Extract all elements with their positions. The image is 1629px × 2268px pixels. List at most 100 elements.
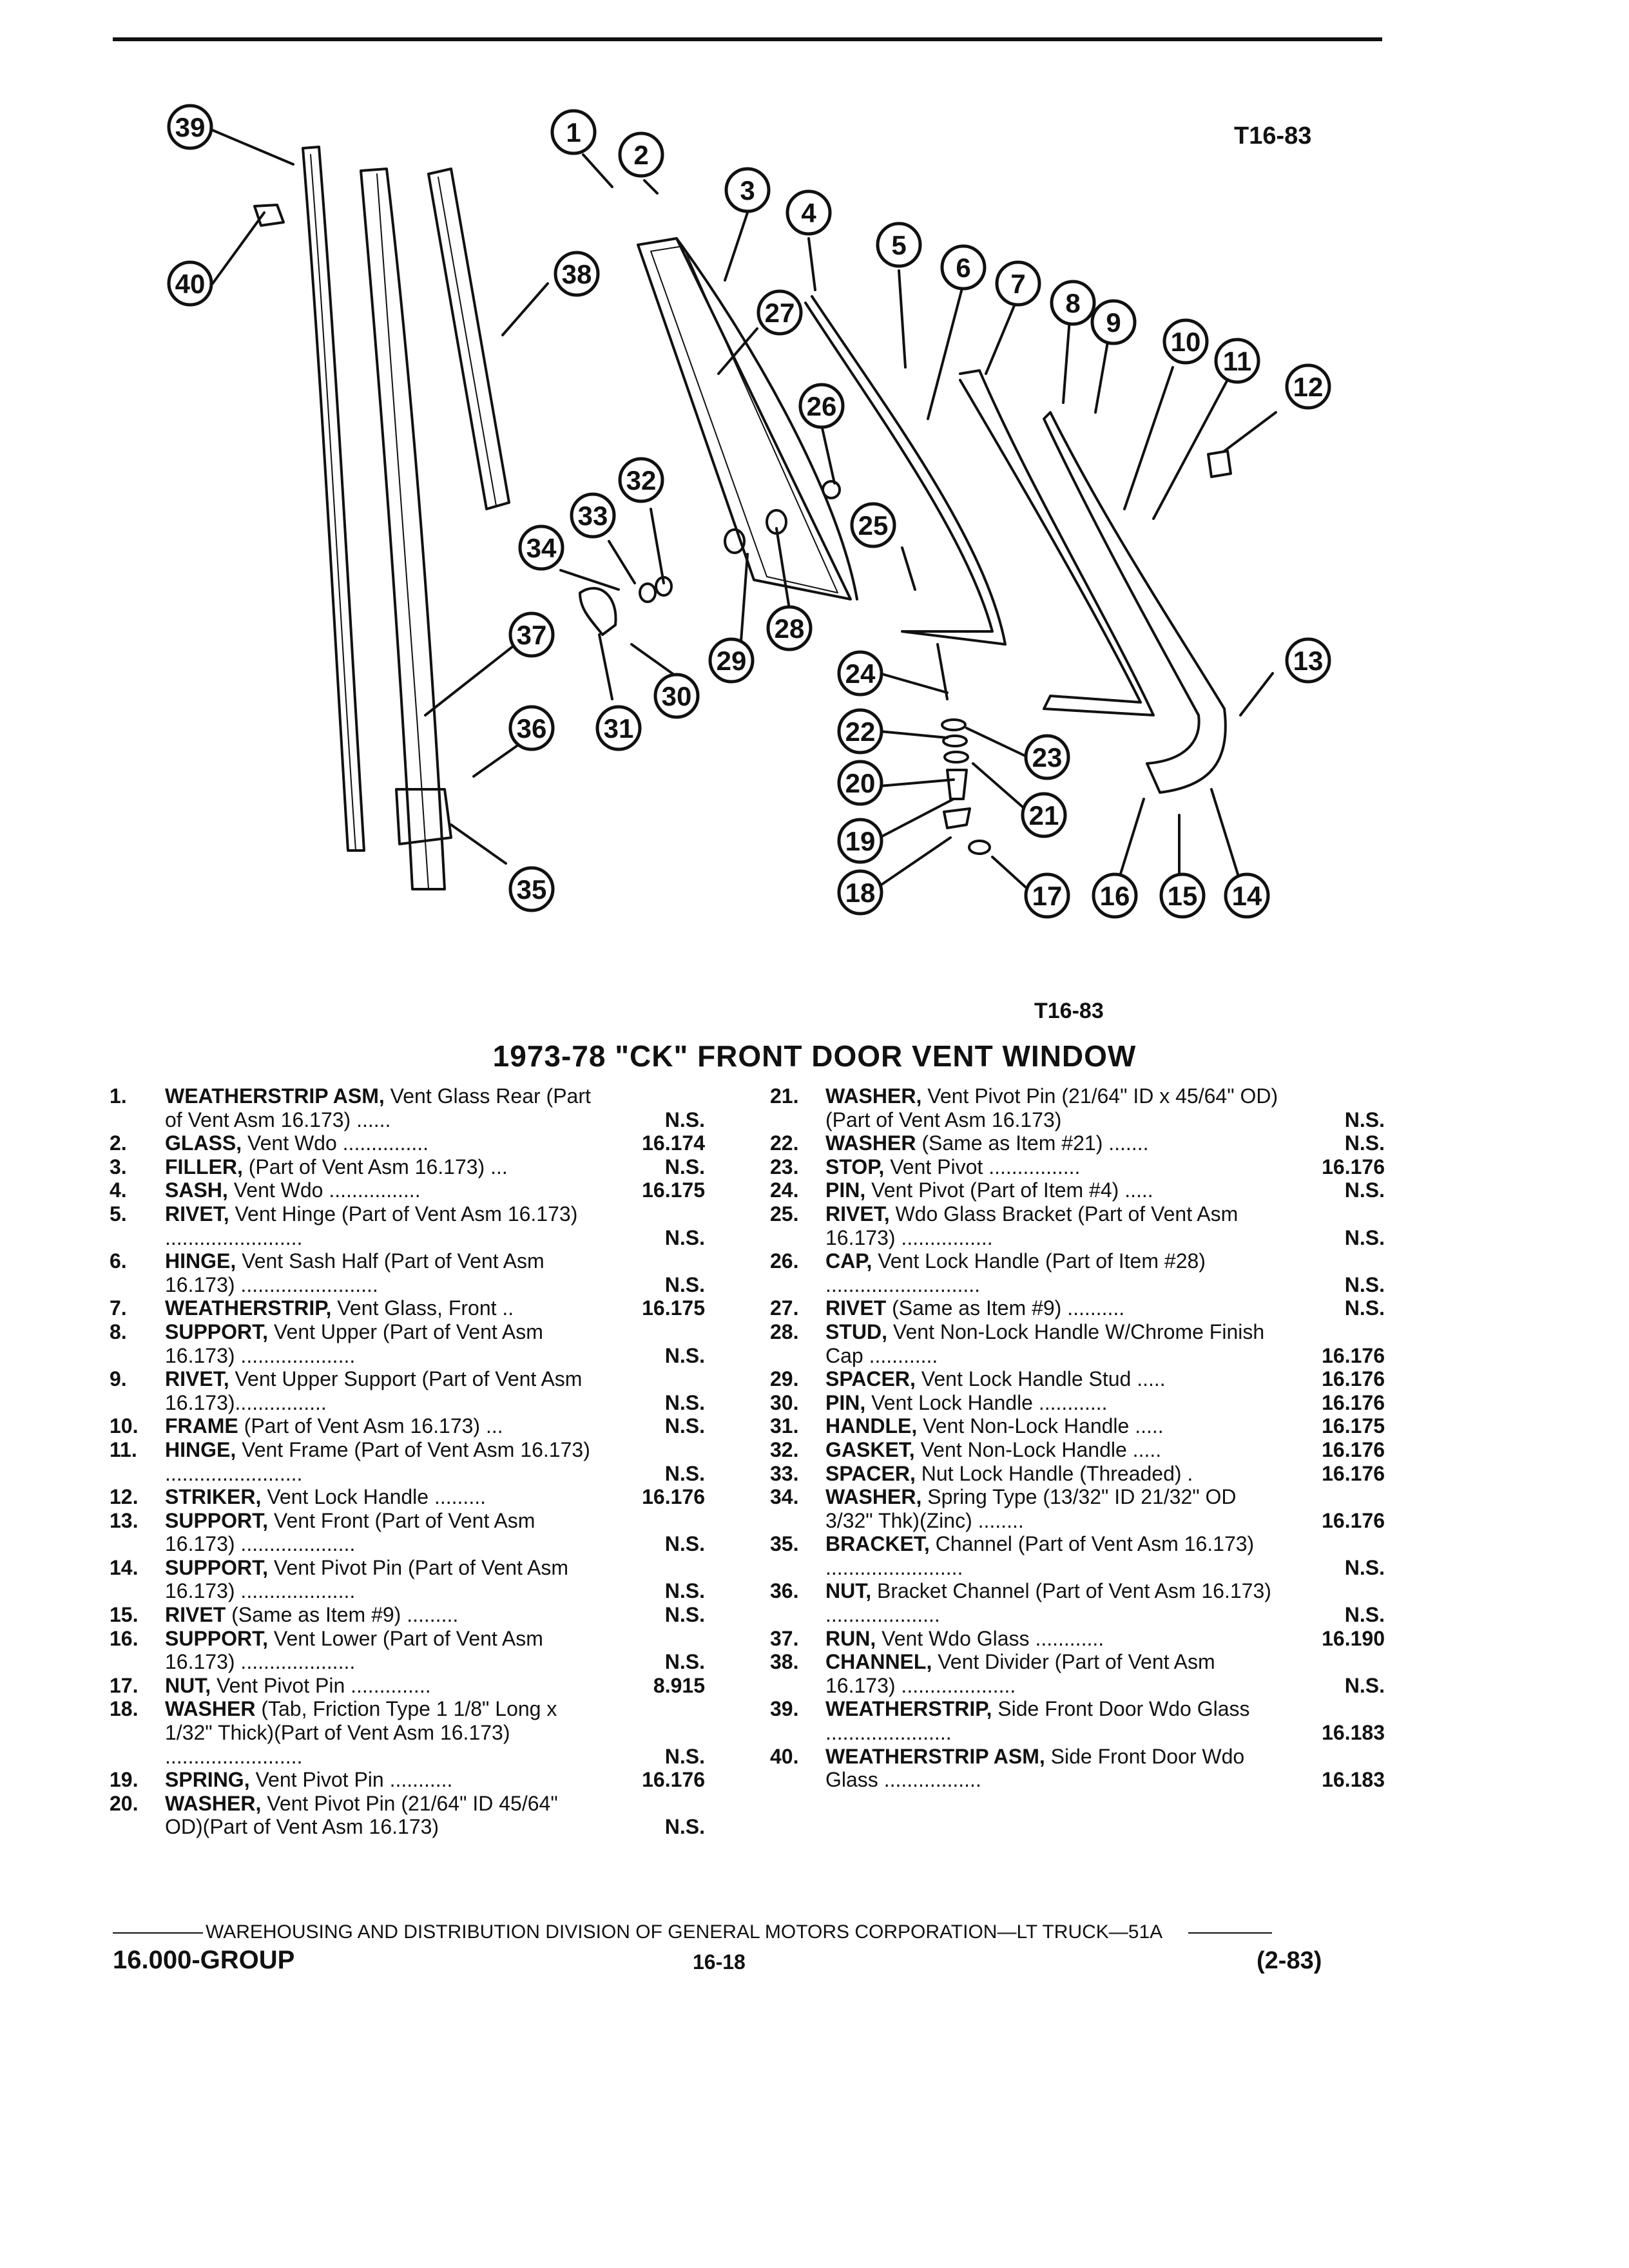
parts-list-item: 12.STRIKER, Vent Lock Handle .........16… [110,1485,709,1509]
part-clip-40 [253,204,285,227]
item-description: RIVET, Vent Upper Support (Part of Vent … [165,1367,599,1414]
item-number: 28. [770,1320,799,1343]
item-reference: N.S. [664,1815,705,1839]
parts-list-item: 11.HINGE, Vent Frame (Part of Vent Asm 1… [110,1438,709,1485]
item-detail: (Part of Vent Asm 16.173) ... [238,1414,503,1438]
parts-list-item: 33.SPACER, Nut Lock Handle (Threaded) .1… [770,1462,1389,1486]
item-detail: Vent Pivot Pin (21/64" ID 45/64" OD)(Par… [165,1791,558,1839]
item-description: WASHER (Same as Item #21) ....... [825,1131,1279,1155]
parts-list-right: 21.WASHER, Vent Pivot Pin (21/64" ID x 4… [770,1084,1389,1792]
item-number: 33. [770,1461,799,1485]
item-number: 31. [770,1414,799,1438]
item-number: 1. [110,1084,127,1108]
item-description: WEATHERSTRIP ASM, Vent Glass Rear (Part … [165,1084,599,1131]
item-detail: Vent Wdo ............... [242,1131,429,1155]
item-description: SUPPORT, Vent Front (Part of Vent Asm 16… [165,1509,599,1556]
item-number: 22. [770,1131,799,1155]
item-detail: Vent Lock Handle ......... [261,1485,486,1509]
item-reference: N.S. [664,1273,705,1296]
part-weatherstrip-7 [959,369,1155,716]
item-reference: N.S. [664,1532,705,1556]
part-bracket-35 [395,788,452,845]
parts-list-item: 28.STUD, Vent Non-Lock Handle W/Chrome F… [770,1320,1389,1367]
item-reference: 16.176 [1322,1390,1385,1414]
part-handle-31 [579,587,617,636]
svg-text:14: 14 [1232,881,1262,911]
item-description: WEATHERSTRIP, Vent Glass, Front .. [165,1296,599,1320]
parts-list-item: 4.SASH, Vent Wdo ................16.175 [110,1178,709,1202]
item-description: SUPPORT, Vent Pivot Pin (Part of Vent As… [165,1556,599,1603]
svg-text:37: 37 [517,620,547,650]
svg-text:32: 32 [626,465,657,495]
item-number: 18. [110,1697,139,1721]
item-description: NUT, Vent Pivot Pin .............. [165,1674,599,1698]
item-description: RIVET, Wdo Glass Bracket (Part of Vent A… [825,1202,1279,1249]
item-detail: (Same as Item #21) ....... [916,1131,1149,1155]
svg-text:13: 13 [1293,646,1324,676]
item-number: 39. [770,1697,799,1721]
item-name: WASHER [825,1131,916,1155]
svg-text:4: 4 [801,198,816,228]
item-reference: 16.176 [1322,1508,1385,1532]
item-name: NUT, [165,1673,211,1697]
footer-page-number: 16-18 [693,1950,746,1974]
item-reference: 16.176 [1322,1461,1385,1485]
item-detail: Vent Lower (Part of Vent Asm 16.173) ...… [165,1626,543,1674]
item-reference: 16.183 [1322,1721,1385,1745]
item-number: 3. [110,1155,127,1178]
item-reference: N.S. [1344,1673,1385,1697]
parts-list-item: 6.HINGE, Vent Sash Half (Part of Vent As… [110,1249,709,1296]
item-number: 13. [110,1508,139,1532]
parts-list-item: 10.FRAME (Part of Vent Asm 16.173) ...N.… [110,1414,709,1438]
item-description: PIN, Vent Pivot (Part of Item #4) ..... [825,1178,1279,1202]
item-name: CAP, [825,1249,872,1273]
item-number: 17. [110,1673,139,1697]
svg-text:34: 34 [526,533,557,563]
item-detail: (Tab, Friction Type 1 1/8" Long x 1/32" … [165,1697,557,1768]
item-detail: Vent Front (Part of Vent Asm 16.173) ...… [165,1508,535,1556]
callout-circles [167,104,1331,919]
svg-text:35: 35 [517,874,547,905]
svg-text:27: 27 [765,298,795,328]
parts-list-item: 39.WEATHERSTRIP, Side Front Door Wdo Gla… [770,1697,1389,1744]
item-name: SASH, [165,1178,228,1202]
item-number: 16. [110,1626,139,1650]
parts-list-left: 1. WEATHERSTRIP ASM, Vent Glass Rear (Par… [110,1084,709,1839]
part-sash-4 [804,295,1007,646]
svg-text:21: 21 [1029,800,1059,831]
item-name: BRACKET, [825,1532,930,1556]
item-name: WEATHERSTRIP, [165,1296,332,1320]
item-detail: (Part of Vent Asm 16.173) ... [242,1155,508,1178]
svg-text:19: 19 [845,826,876,856]
parts-list-item: 7.WEATHERSTRIP, Vent Glass, Front ..16.1… [110,1296,709,1320]
item-description: WEATHERSTRIP ASM, Side Front Door Wdo Gl… [825,1745,1279,1792]
item-name: HINGE, [165,1437,236,1461]
parts-list-item: 36.NUT, Bracket Channel (Part of Vent As… [770,1579,1389,1626]
svg-text:1: 1 [566,117,581,148]
item-name: WASHER, [825,1485,922,1509]
item-reference: N.S. [664,1343,705,1367]
item-number: 40. [770,1744,799,1768]
item-reference: N.S. [1344,1555,1385,1579]
item-name: NUT, [825,1579,872,1603]
item-detail: Vent Pivot Pin .............. [211,1673,431,1697]
item-number: 4. [110,1178,127,1202]
item-reference: N.S. [1344,1131,1385,1155]
item-name: WASHER, [165,1791,262,1815]
item-detail: Vent Non-Lock Handle ..... [917,1414,1164,1438]
item-reference: 16.183 [1322,1768,1385,1792]
svg-text:18: 18 [845,878,876,908]
item-name: WASHER, [825,1084,922,1108]
item-description: RUN, Vent Wdo Glass ............ [825,1627,1279,1651]
item-name: SPACER, [825,1367,916,1391]
svg-text:24: 24 [845,658,876,689]
svg-text:30: 30 [662,681,692,711]
svg-text:9: 9 [1106,307,1121,338]
item-number: 6. [110,1249,127,1273]
item-reference: N.S. [1344,1273,1385,1296]
svg-text:7: 7 [1010,269,1025,299]
part-pin-24 [936,643,949,700]
item-description: HINGE, Vent Frame (Part of Vent Asm 16.1… [165,1438,599,1485]
item-reference: 16.176 [1322,1437,1385,1461]
